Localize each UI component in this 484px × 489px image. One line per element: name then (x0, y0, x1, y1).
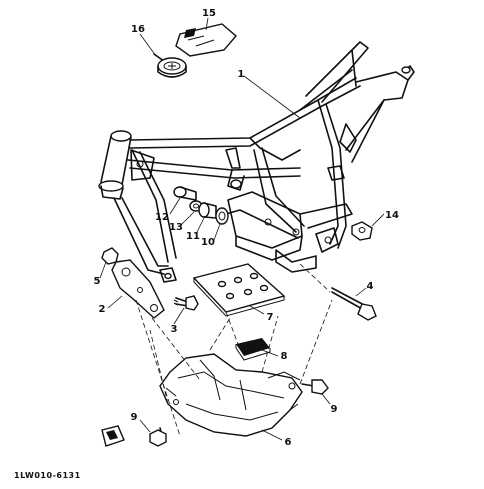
part-4-bolt[interactable] (331, 287, 377, 321)
frame-assembly[interactable] (98, 41, 415, 283)
callout-3: 3 (171, 324, 178, 335)
catalog-code: 1LW010-6131 (14, 471, 81, 480)
callout-5: 5 (94, 276, 101, 287)
callout-4: 4 (367, 281, 374, 292)
callout-12: 12 (155, 212, 169, 223)
callout-10: 10 (201, 237, 215, 248)
part-16-cap[interactable] (153, 53, 187, 78)
part-7-plate[interactable] (192, 263, 286, 317)
callout-16: 16 (131, 24, 145, 35)
callout-labels: 1 2 3 4 5 6 7 8 9 9 10 11 12 13 14 15 16 (94, 8, 399, 448)
callout-14: 14 (385, 210, 399, 221)
part-9-bolt-right[interactable] (301, 379, 329, 395)
assembly-guide-lines (135, 263, 333, 437)
part-8-damper[interactable] (235, 338, 271, 361)
leader-lines (99, 17, 385, 441)
part-10-bushing[interactable] (215, 207, 229, 225)
callout-1: 1 (238, 69, 245, 80)
callout-6: 6 (285, 437, 292, 448)
part-3-bolt[interactable] (173, 295, 199, 311)
callout-7: 7 (267, 312, 274, 323)
part-9-bolt-left[interactable] (149, 427, 167, 447)
part-15-pad[interactable] (175, 23, 237, 57)
callout-13: 13 (169, 222, 183, 233)
part-12-bolt[interactable] (173, 186, 197, 201)
callout-11: 11 (186, 231, 200, 242)
part-2-bracket[interactable] (111, 259, 165, 319)
part-14-nut[interactable] (351, 221, 373, 241)
callout-8: 8 (281, 351, 288, 362)
callout-9-right: 9 (331, 404, 338, 415)
callout-15: 15 (202, 8, 216, 19)
part-11-spacer[interactable] (198, 202, 217, 219)
part-6-skid-plate[interactable] (159, 353, 303, 437)
callout-9-left: 9 (131, 412, 138, 423)
callout-2: 2 (99, 304, 106, 315)
clip-part[interactable] (101, 425, 125, 447)
